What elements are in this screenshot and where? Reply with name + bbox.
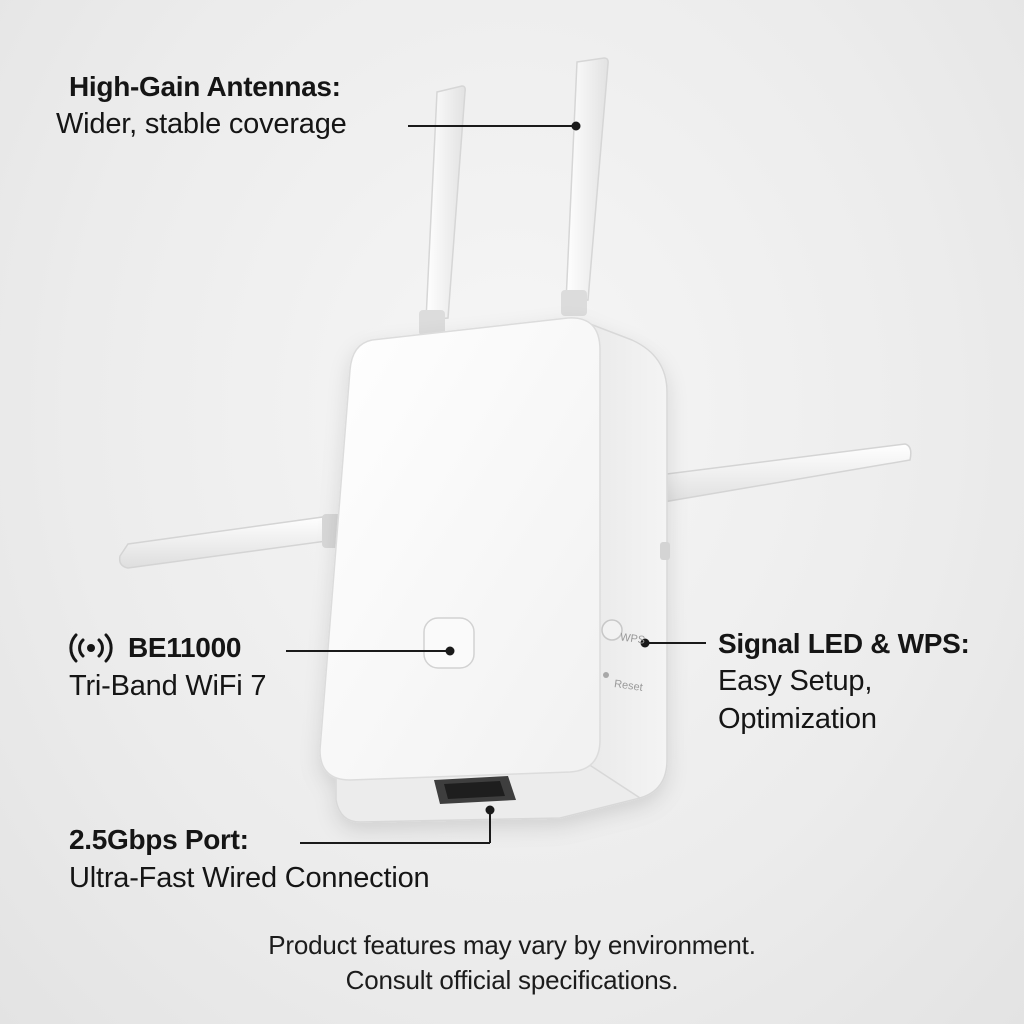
callout-antennas: High-Gain Antennas: Wider, stable covera… [56,70,347,144]
extender-body [319,317,668,823]
callout-led-desc-2: Optimization [718,703,877,735]
disclaimer-line-2: Consult official specifications. [345,965,679,995]
callout-led-wps: Signal LED & WPS: Easy Setup, Optimizati… [718,627,970,737]
disclaimer: Product features may vary by environment… [0,928,1024,998]
reset-hole[interactable] [603,672,609,678]
callout-antennas-title: High-Gain Antennas: [69,71,341,102]
callout-led-desc-1: Easy Setup, [718,665,873,697]
antenna-left-horizontal [118,514,342,569]
antenna-right-vertical [561,57,609,316]
callout-band-title: BE11000 [128,632,242,663]
antenna-left-vertical [419,85,466,336]
callout-port-desc: Ultra-Fast Wired Connection [69,862,430,894]
wifi-signal-icon [69,633,113,663]
signal-led [423,617,475,669]
leader-lines [286,121,706,844]
wps-button[interactable] [601,619,623,641]
ethernet-port [434,776,516,804]
callout-antennas-desc: Wider, stable coverage [56,108,347,140]
callout-band-desc: Tri-Band WiFi 7 [69,670,267,702]
callout-port-title: 2.5Gbps Port: [69,824,249,855]
disclaimer-line-1: Product features may vary by environment… [268,930,756,960]
callout-band: BE11000 Tri-Band WiFi 7 [66,632,267,708]
callout-led-title: Signal LED & WPS: [718,628,970,659]
callout-port: 2.5Gbps Port: Ultra-Fast Wired Connectio… [69,822,430,898]
